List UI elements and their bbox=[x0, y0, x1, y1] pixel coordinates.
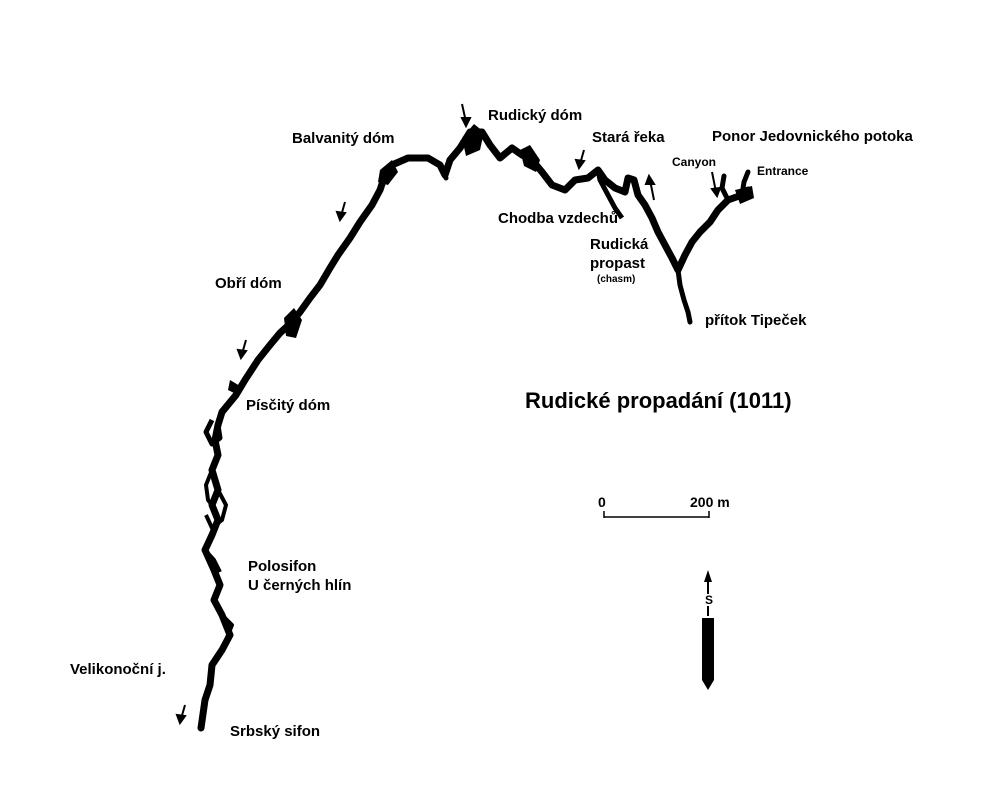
label-balvanity-dom: Balvanitý dóm bbox=[292, 130, 395, 147]
flow-arrow-icon bbox=[710, 171, 722, 199]
chamber-rudicky bbox=[462, 124, 484, 156]
loop-srbsky bbox=[220, 613, 234, 641]
label-rudicka-propast-2: propast bbox=[590, 255, 646, 272]
north-arrow-icon bbox=[702, 570, 714, 690]
branch-stara-reka bbox=[595, 169, 625, 220]
flow-arrow-icon bbox=[644, 173, 656, 201]
label-polosifon-1: Polosifon bbox=[248, 558, 317, 575]
label-entrance: Entrance bbox=[757, 164, 809, 178]
branch-tipecek bbox=[675, 267, 693, 325]
north-arrow-label: S bbox=[704, 593, 715, 607]
label-chodba-vzdechu: Chodba vzdechů bbox=[498, 210, 619, 227]
label-polosifon-2: U černých hlín bbox=[248, 577, 352, 594]
loop-piscity bbox=[203, 418, 223, 447]
chamber-entrance bbox=[735, 186, 754, 204]
loop-polosifon bbox=[203, 548, 222, 573]
label-piscity-dom: Písčitý dóm bbox=[246, 397, 331, 414]
label-pritok-tipecek: přítok Tipeček bbox=[705, 312, 807, 329]
branch-canyon bbox=[719, 173, 731, 203]
scale-bar bbox=[603, 511, 710, 518]
chamber-near-obri bbox=[228, 380, 240, 394]
chamber-balvanity bbox=[378, 160, 398, 185]
label-stara-reka: Stará řeka bbox=[592, 129, 665, 146]
flow-arrow-icon bbox=[175, 704, 187, 726]
main-passage bbox=[197, 128, 752, 732]
scale-zero-label: 0 bbox=[598, 494, 606, 510]
label-velikonocni: Velikonoční j. bbox=[70, 661, 166, 678]
scale-end-label: 200 m bbox=[690, 494, 730, 510]
branch-balvanity-stub bbox=[437, 162, 449, 181]
label-ponor: Ponor Jedovnického potoka bbox=[712, 128, 913, 145]
loop-lower-2 bbox=[204, 489, 228, 530]
label-rudicky-dom: Rudický dóm bbox=[488, 107, 583, 124]
chamber-obri-dom bbox=[284, 308, 302, 338]
loop-lower-1 bbox=[204, 469, 214, 507]
label-canyon: Canyon bbox=[672, 155, 717, 169]
map-title: Rudické propadání (1011) bbox=[525, 388, 792, 413]
chamber-stara-reka bbox=[520, 145, 540, 172]
label-obri-dom: Obří dóm bbox=[215, 275, 282, 292]
flow-arrow-icon bbox=[460, 103, 472, 129]
label-rudicka-propast-1: Rudická bbox=[590, 236, 649, 253]
flow-arrow-icon bbox=[574, 149, 586, 171]
label-srbsky-sifon: Srbský sifon bbox=[230, 723, 321, 740]
flow-arrow-icon bbox=[236, 339, 248, 361]
label-chasm: (chasm) bbox=[597, 274, 636, 285]
flow-arrow-icon bbox=[335, 201, 347, 223]
